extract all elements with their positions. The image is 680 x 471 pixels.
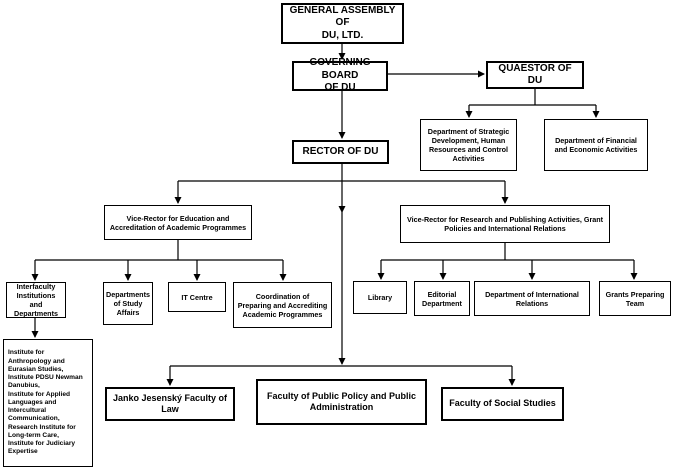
- study-affairs-box: Departments of Study Affairs: [103, 282, 153, 325]
- intl-relations-box: Department of International Relations: [474, 281, 590, 316]
- institutes-box: Institute for Anthropology and Eurasian …: [3, 339, 93, 467]
- grants-box: Grants Preparing Team: [599, 281, 671, 316]
- it-centre-box: IT Centre: [168, 282, 226, 312]
- faculty-law-box: Janko Jesenský Faculty of Law: [105, 387, 235, 421]
- faculty-public-policy-box: Faculty of Public Policy and Public Admi…: [256, 379, 427, 425]
- vr-research-box: Vice-Rector for Research and Publishing …: [400, 205, 610, 243]
- vr-education-box: Vice-Rector for Education and Accreditat…: [104, 205, 252, 240]
- quaestor-box: QUAESTOR OF DU: [486, 61, 584, 89]
- general-assembly-box: GENERAL ASSEMBLY OF DU, LTD.: [281, 3, 404, 44]
- dept-strategic-box: Department of Strategic Development, Hum…: [420, 119, 517, 171]
- editorial-box: Editorial Department: [414, 281, 470, 316]
- interfaculty-box: Interfaculty Institutions and Department…: [6, 282, 66, 318]
- governing-board-box: GOVERNING BOARD OF DU: [292, 57, 388, 93]
- dept-financial-box: Department of Financial and Economic Act…: [544, 119, 648, 171]
- library-box: Library: [353, 281, 407, 314]
- faculty-social-box: Faculty of Social Studies: [441, 387, 564, 421]
- coordination-box: Coordination of Preparing and Accreditin…: [233, 282, 332, 328]
- rector-box: RECTOR OF DU: [292, 140, 389, 164]
